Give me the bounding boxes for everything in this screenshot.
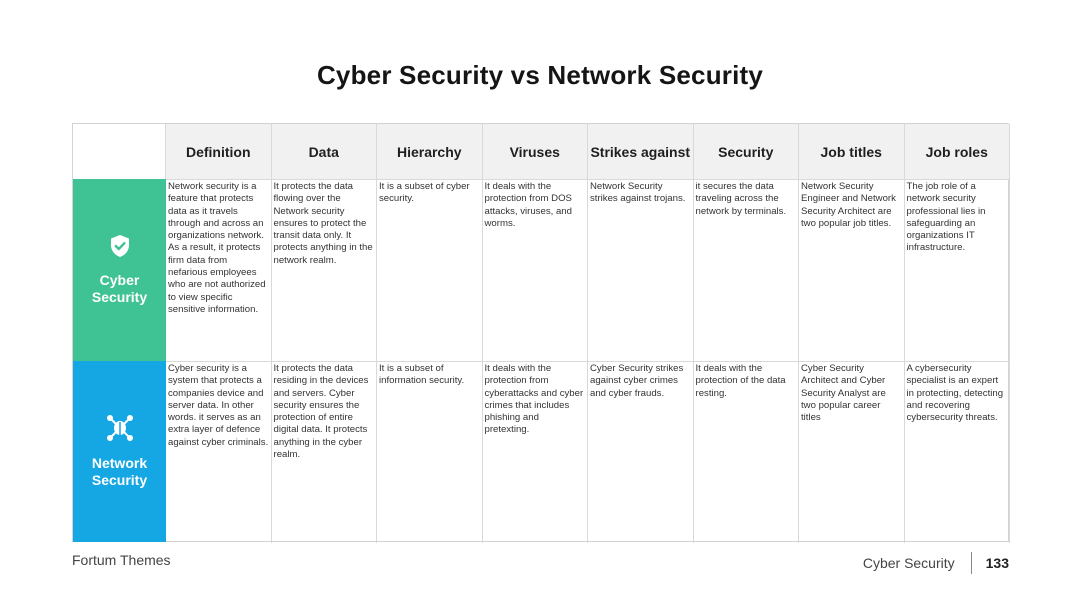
footer-section: Cyber Security: [862, 555, 955, 571]
column-header: Job titles: [799, 124, 905, 179]
row-label-line1: Cyber: [99, 272, 140, 288]
page-number: 133: [985, 555, 1009, 571]
column-header: Definition: [166, 124, 272, 179]
table-cell: It is a subset of information security.: [377, 361, 483, 543]
column-header: Strikes against: [588, 124, 694, 179]
table-cell: It deals with the protection from cybera…: [482, 361, 588, 543]
footer-right: Cyber Security 133: [863, 552, 1009, 574]
table-cell: Cyber Security strikes against cyber cri…: [588, 361, 694, 543]
table-cell: Network security is a feature that prote…: [166, 179, 272, 361]
row-label-line1: Network: [91, 454, 148, 471]
table-cell: Network Security strikes against trojans…: [588, 179, 694, 361]
footer-brand: Fortum Themes: [72, 552, 171, 568]
column-header: Viruses: [482, 124, 588, 179]
table-cell: It is a subset of cyber security.: [377, 179, 483, 361]
table-cell: It deals with the protection from DOS at…: [482, 179, 588, 361]
shield-check-icon: [109, 234, 131, 262]
page-title: Cyber Security vs Network Security: [316, 60, 764, 90]
network-bug-icon: [106, 414, 134, 445]
column-header: Hierarchy: [377, 124, 483, 179]
column-header: Security: [693, 124, 799, 179]
table-cell: Cyber Security Architect and Cyber Secur…: [799, 361, 905, 543]
footer-divider: [970, 552, 972, 574]
table-cell: The job role of a network security profe…: [904, 179, 1010, 361]
row-label-line2: Security: [91, 471, 148, 488]
table-cell: it secures the data traveling across the…: [693, 179, 799, 361]
table-cell: A cybersecurity specialist is an expert …: [904, 361, 1010, 543]
row-label-line2: Security: [91, 289, 148, 305]
column-header: Data: [271, 124, 377, 179]
table-corner: [73, 124, 166, 179]
table-cell: It protects the data flowing over the Ne…: [271, 179, 377, 361]
table-cell: It deals with the protection of the data…: [693, 361, 799, 543]
table-cell: Cyber security is a system that protects…: [166, 361, 272, 543]
column-header: Job roles: [904, 124, 1010, 179]
table-cell: It protects the data residing in the dev…: [271, 361, 377, 543]
table-cell: Network Security Engineer and Network Se…: [799, 179, 905, 361]
